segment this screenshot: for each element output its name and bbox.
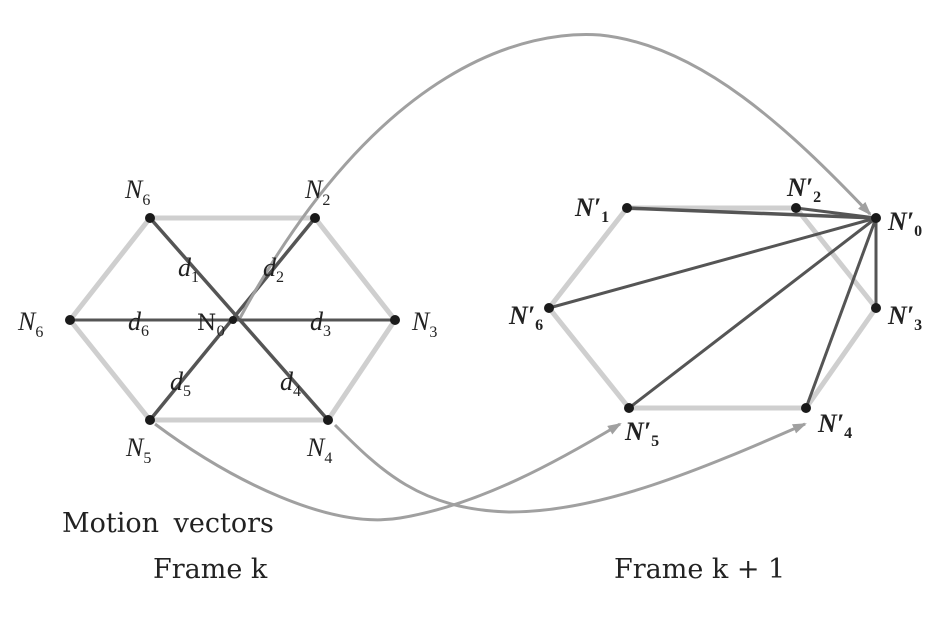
label-d3: d3 [310, 307, 331, 340]
label-d5: d5 [170, 367, 191, 400]
label-k-top-left: N6 [124, 175, 150, 209]
label-k-right: N3 [411, 307, 437, 341]
frame-k1-hexagon [546, 205, 879, 411]
node-k-top-left [145, 213, 155, 223]
node-k1-n0 [871, 213, 881, 223]
vector-n0-n1 [626, 206, 877, 220]
caption-frame-k: Frame k [153, 554, 268, 585]
node-k1-n4 [801, 403, 811, 413]
vector-n0-n2 [795, 206, 877, 220]
label-k-bottom-right: N4 [306, 433, 332, 467]
label-d4: d4 [280, 367, 301, 400]
caption-motion-vectors: Motion vectors [62, 508, 274, 539]
label-d2: d2 [263, 253, 284, 286]
vector-n0-n5 [628, 216, 877, 410]
label-k1-n1: N′1 [574, 193, 609, 226]
caption-frame-k1: Frame k + 1 [614, 554, 785, 585]
label-d1: d1 [178, 253, 199, 286]
vector-n0-n4 [804, 217, 878, 409]
node-k1-n1 [622, 203, 632, 213]
node-k1-n6 [544, 303, 554, 313]
label-k-left: N6 [17, 307, 43, 341]
label-k1-n6: N′6 [508, 301, 543, 334]
label-k1-n5: N′5 [624, 417, 659, 450]
label-k-top-right: N2 [304, 175, 330, 209]
label-k1-n2: N′2 [786, 173, 821, 206]
label-k1-n4: N′4 [817, 409, 852, 442]
vector-d1-d4 [148, 216, 330, 422]
node-k-bottom-left [145, 415, 155, 425]
node-k-bottom-right [323, 415, 333, 425]
vector-n0-n6 [548, 216, 877, 310]
arrow-n5-to-n5prime [154, 422, 622, 522]
arrow-n0-to-n0prime [238, 33, 872, 319]
label-k-bottom-left: N5 [125, 433, 151, 467]
label-d6: d6 [128, 307, 149, 340]
node-k1-n2 [791, 203, 801, 213]
node-k-right [390, 315, 400, 325]
node-k1-n5 [624, 403, 634, 413]
label-k1-n3: N′3 [887, 301, 922, 334]
node-k-left [65, 315, 75, 325]
arrow-n4-to-n4prime [333, 422, 807, 514]
label-k1-n0: N′0 [887, 207, 922, 240]
node-k-center [229, 316, 237, 324]
label-k-center: N0 [197, 311, 225, 340]
node-k-top-right [310, 213, 320, 223]
node-k1-n3 [871, 303, 881, 313]
